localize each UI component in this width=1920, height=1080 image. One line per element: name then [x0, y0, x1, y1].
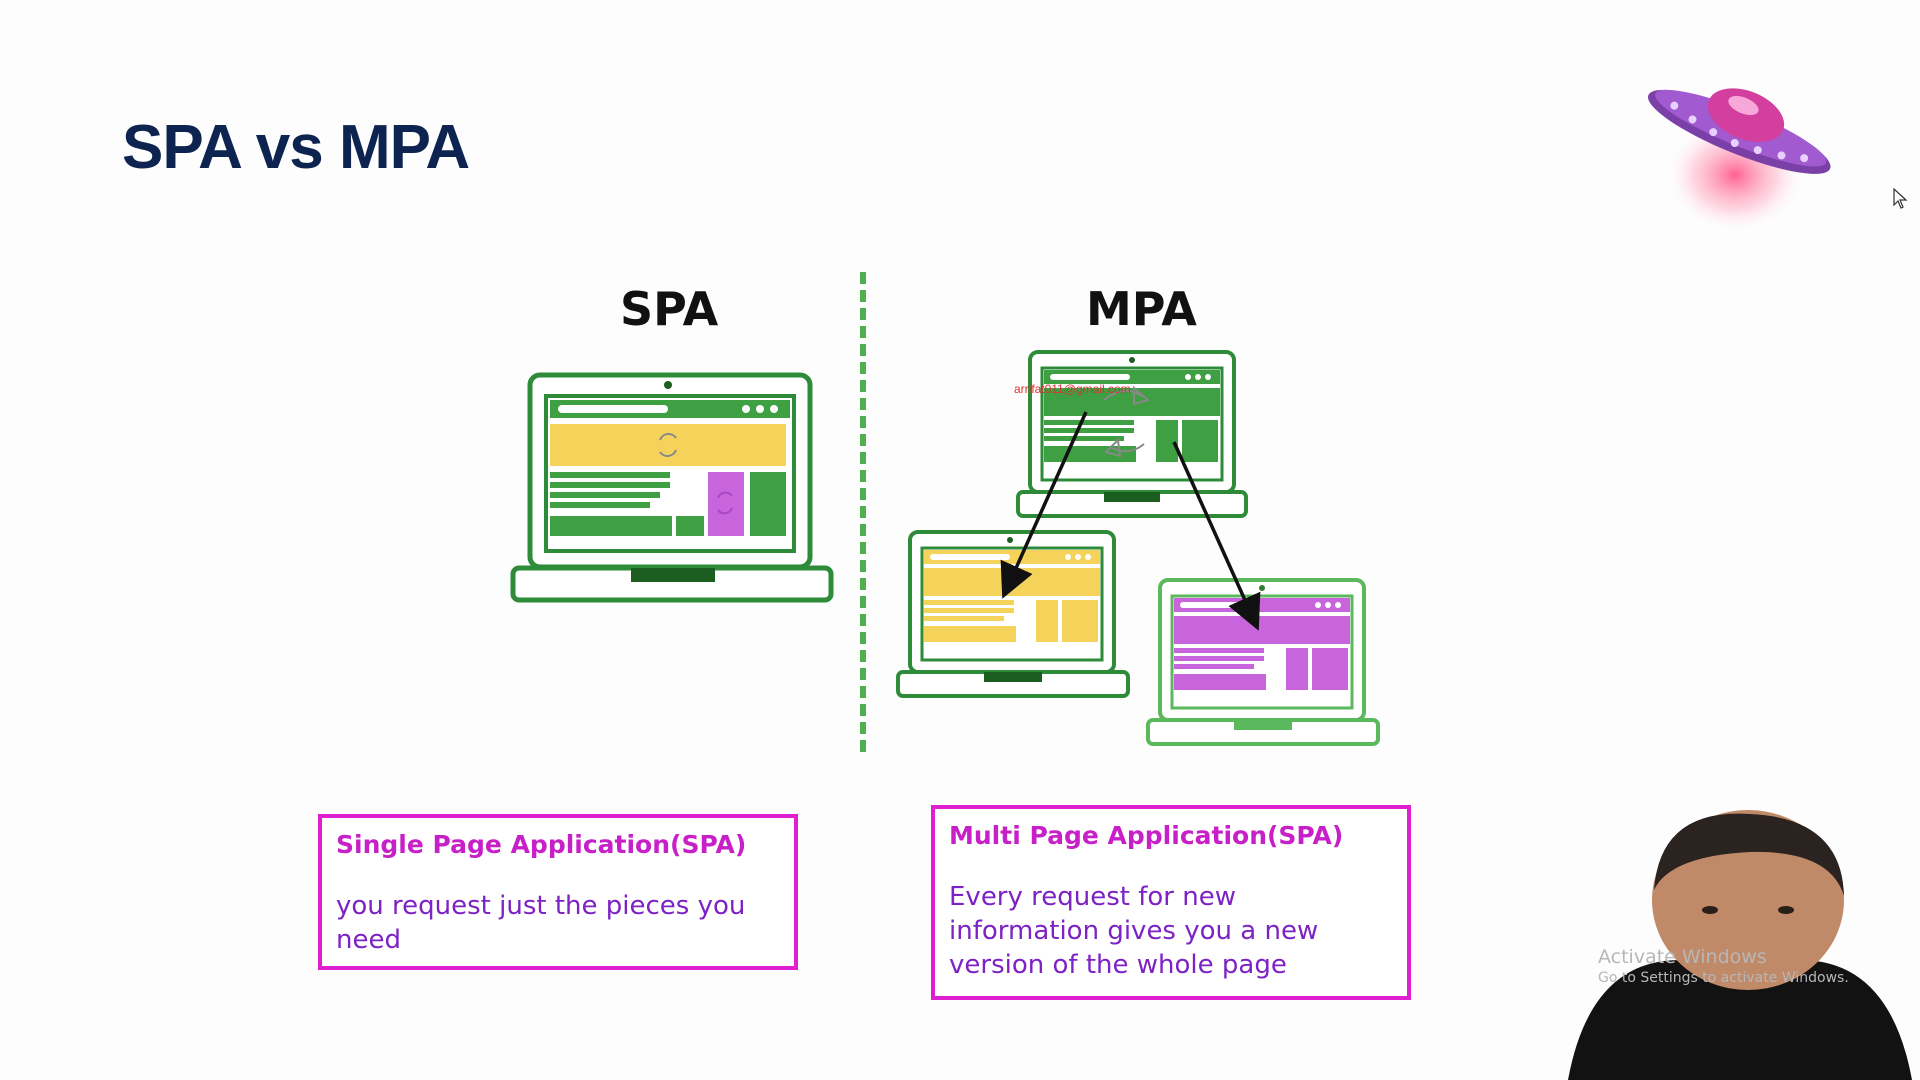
spa-box-heading: Single Page Application(SPA)	[336, 830, 747, 859]
mpa-laptop-purple	[1146, 578, 1380, 746]
watermark-subtitle: Go to Settings to activate Windows.	[1598, 970, 1849, 986]
arrow-to-purple	[1172, 441, 1261, 631]
spa-label: SPA	[620, 282, 719, 336]
presenter-webcam	[1568, 810, 1912, 1080]
section-divider	[860, 272, 866, 752]
spa-laptop-illustration	[510, 372, 834, 603]
mpa-box-heading: Multi Page Application(SPA)	[949, 821, 1344, 850]
mpa-label: MPA	[1086, 282, 1197, 336]
arrow-to-yellow	[1000, 411, 1088, 599]
watermark-title: Activate Windows	[1598, 946, 1767, 968]
mpa-laptop-main	[1016, 350, 1248, 518]
spa-box-body: you request just the pieces you need	[336, 891, 746, 955]
slide-title: SPA vs MPA	[122, 113, 470, 182]
mpa-description-box: Multi Page Application(SPA) Every reques…	[931, 805, 1411, 1000]
ufo-icon	[1648, 88, 1831, 233]
refresh-icon	[659, 433, 677, 457]
mouse-cursor-icon	[1893, 188, 1908, 209]
windows-activation-watermark: Activate Windows Go to Settings to activ…	[1598, 946, 1849, 986]
mpa-box-body: Every request for new information gives …	[949, 882, 1319, 980]
email-overlay: arrifat011@gmail.com	[1014, 382, 1131, 396]
spa-description-box: Single Page Application(SPA) you request…	[318, 814, 798, 970]
